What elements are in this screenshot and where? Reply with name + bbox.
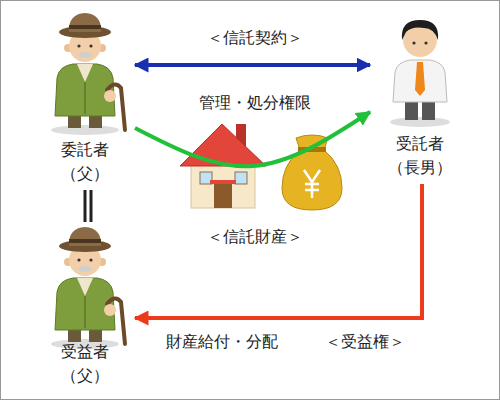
caption-label: ＜信託財産＞ — [204, 227, 306, 247]
role-label: 委託者 （父） — [48, 138, 122, 186]
caption-label: ＜受益権＞ — [322, 332, 408, 352]
flow-arrow — [135, 63, 370, 67]
role-label: 受託者 （長男） — [383, 132, 457, 180]
edge-label: ＜信託契約＞ — [204, 28, 306, 48]
person-node: 受託者 （長男） — [370, 8, 470, 182]
equals-connector — [84, 190, 93, 222]
person-node: 委託者 （父） — [35, 8, 135, 188]
edge-label: 財産給付・分配 — [163, 332, 281, 352]
flow-arrow — [135, 112, 370, 166]
person-node: 受益者 （父） — [35, 222, 135, 390]
double-line-gap — [87, 190, 90, 222]
flow-arrow — [135, 184, 422, 318]
role-label: 受益者 （父） — [48, 340, 122, 388]
edge-label: 管理・処分権限 — [196, 93, 314, 113]
